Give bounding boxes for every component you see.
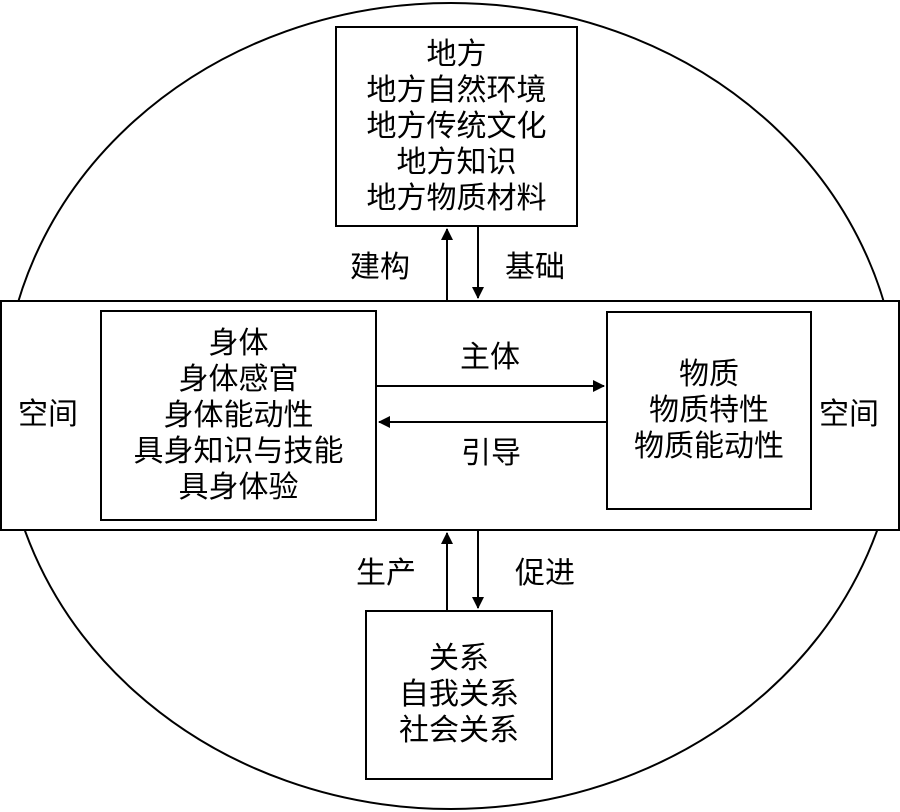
place-box-text: 地方 地方自然环境 地方传统文化 地方知识 地方物质材料 [336, 27, 577, 226]
produce-label: 生产 [356, 556, 416, 591]
subject-label: 主体 [460, 340, 520, 375]
body-line: 具身知识与技能 [133, 433, 344, 469]
place-line: 地方传统文化 [366, 108, 547, 144]
place-line: 地方物质材料 [366, 180, 547, 216]
foundation-label: 基础 [505, 250, 565, 285]
place-line: 地方知识 [396, 144, 517, 180]
construct-label: 建构 [350, 250, 410, 285]
body-line: 身体 [208, 325, 269, 361]
relation-line: 关系 [429, 641, 489, 676]
relation-box-text: 关系 自我关系 社会关系 [366, 611, 552, 779]
relation-line: 自我关系 [399, 677, 519, 712]
place-box [335, 26, 578, 227]
relation-line: 社会关系 [399, 713, 519, 748]
material-line: 物质能动性 [634, 428, 784, 464]
place-line: 地方 [426, 36, 487, 72]
place-line: 地方自然环境 [366, 72, 547, 108]
relation-box [365, 610, 553, 780]
body-line: 具身体验 [178, 469, 299, 505]
space-label-right: 空间 [819, 397, 879, 432]
material-line: 物质特性 [649, 392, 769, 428]
body-box [100, 310, 377, 521]
material-line: 物质 [679, 356, 739, 392]
body-line: 身体能动性 [163, 397, 314, 433]
space-label-left: 空间 [18, 397, 78, 432]
body-line: 身体感官 [178, 361, 299, 397]
promote-label: 促进 [515, 556, 575, 591]
guide-label: 引导 [461, 436, 521, 471]
body-box-text: 身体 身体感官 身体能动性 具身知识与技能 具身体验 [101, 311, 376, 520]
material-box [606, 311, 812, 510]
material-box-text: 物质 物质特性 物质能动性 [607, 312, 811, 509]
